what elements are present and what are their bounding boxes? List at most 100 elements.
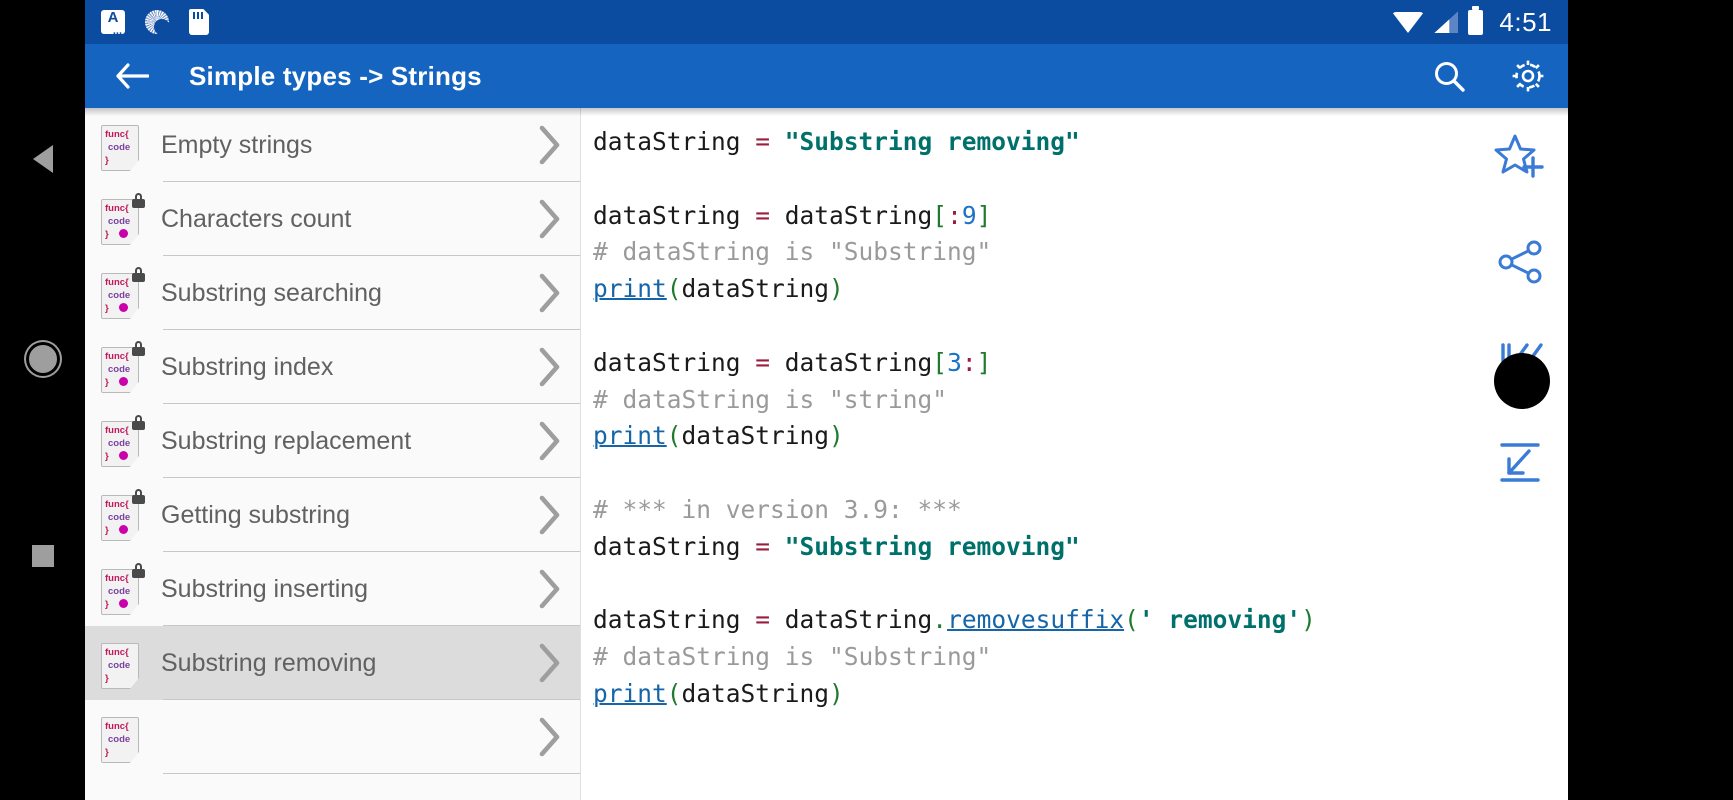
code-token: dataString (593, 531, 756, 561)
home-circle-icon (28, 345, 57, 373)
add-to-favorites-star-icon[interactable] (1494, 132, 1546, 189)
list-item[interactable]: func{code} Substring index (85, 330, 580, 404)
list-divider (163, 699, 580, 700)
code-snippet-icon: func{code} (101, 489, 145, 541)
code-token: ] (976, 347, 992, 377)
lock-icon (132, 489, 145, 504)
code-token[interactable]: print (593, 678, 667, 708)
code-token: "Substring removing" (784, 127, 1080, 156)
list-item-label: Substring searching (161, 278, 382, 307)
chevron-right-icon[interactable] (518, 345, 580, 389)
list-divider (163, 403, 580, 404)
code-snippet-glyph: func{code} (101, 125, 139, 171)
lock-icon (132, 563, 145, 578)
code-token: ' removing' (1138, 605, 1302, 635)
phone-screen: A 4:51 Simple types -> Strings (85, 0, 1568, 800)
list-item[interactable]: func{code} Substring inserting (85, 552, 580, 626)
list-item[interactable]: func{code} Empty strings (85, 108, 580, 182)
app-bar-actions (1432, 58, 1546, 94)
status-bar-notifications: A (101, 9, 209, 35)
settings-gear-icon[interactable] (1510, 58, 1546, 94)
list-item-label: Substring replacement (161, 426, 412, 455)
code-token: ) (829, 678, 844, 708)
sync-icon (145, 10, 170, 35)
code-token: 3 (947, 347, 962, 377)
chevron-right-icon[interactable] (518, 419, 580, 463)
code-token[interactable]: removesuffix (947, 605, 1125, 635)
code-snippet-icon: func{code} (101, 711, 145, 763)
chevron-right-icon[interactable] (518, 197, 580, 241)
code-snippet-icon: func{code} (101, 563, 145, 615)
search-icon[interactable] (1432, 59, 1466, 93)
page-title: Simple types -> Strings (189, 60, 482, 91)
code-token (770, 127, 785, 156)
code-token: ) (829, 421, 844, 451)
list-item-label: Empty strings (161, 130, 313, 159)
code-token: [ (932, 347, 948, 377)
code-token: dataString (681, 274, 830, 304)
topic-list[interactable]: func{code} Empty strings func{code}Charact… (85, 108, 581, 800)
list-item[interactable]: func{code}Substring replacement (85, 404, 580, 478)
android-home-button[interactable] (0, 345, 85, 373)
wifi-icon (1392, 11, 1425, 33)
code-token: [ (932, 200, 948, 230)
code-snippet-icon: func{code} (101, 193, 145, 245)
chevron-right-icon[interactable] (518, 715, 580, 759)
back-arrow-icon[interactable] (111, 55, 153, 97)
code-token[interactable]: print (593, 421, 667, 451)
unread-dot-icon (119, 451, 128, 460)
code-token: ) (1301, 605, 1316, 635)
code-token: # dataString is "Substring" (593, 642, 992, 672)
list-item[interactable]: func{code} (85, 700, 580, 774)
share-icon[interactable] (1495, 237, 1545, 292)
code-snippet-icon: func{code} (101, 119, 145, 171)
unread-dot-icon (119, 377, 128, 386)
chevron-right-icon[interactable] (518, 123, 580, 167)
side-toolbar (1472, 108, 1568, 800)
code-token: 9 (961, 200, 977, 230)
code-token: ) (829, 274, 844, 304)
code-token: dataString (593, 200, 756, 230)
code-token: = (755, 605, 771, 635)
list-divider (163, 773, 580, 774)
list-item[interactable]: func{code} Substring removing (85, 626, 580, 700)
recents-square-icon (31, 545, 54, 567)
chevron-right-icon[interactable] (518, 271, 580, 315)
code-token: ( (666, 421, 682, 451)
list-divider (163, 329, 580, 330)
chevron-right-icon[interactable] (518, 641, 580, 685)
list-item[interactable]: func{code}Characters count (85, 182, 580, 256)
list-item-label: Substring inserting (161, 574, 369, 603)
list-item-label: Substring index (161, 352, 334, 381)
lock-icon (132, 193, 145, 208)
code-snippet-glyph: func{code} (101, 643, 139, 689)
code-token: dataString (593, 127, 756, 156)
code-token[interactable]: print (593, 274, 667, 304)
code-token: ( (666, 274, 682, 304)
unread-dot-icon (119, 599, 128, 608)
list-divider (163, 551, 580, 552)
list-item[interactable]: func{code}Substring searching (85, 256, 580, 330)
code-token: dataString (593, 347, 756, 377)
android-recents-button[interactable] (0, 545, 85, 567)
scroll-to-bottom-icon[interactable] (1495, 439, 1545, 490)
chevron-right-icon[interactable] (518, 493, 580, 537)
list-item[interactable]: func{code} Getting substring (85, 478, 580, 552)
code-token: dataString (681, 678, 830, 708)
code-token: # dataString is "Substring" (593, 237, 992, 267)
code-snippet-icon: func{code} (101, 341, 145, 393)
list-divider (163, 255, 580, 256)
list-divider (163, 181, 580, 182)
code-token: dataString (681, 421, 830, 451)
list-item-label: Getting substring (161, 500, 350, 529)
code-token: : (947, 200, 962, 230)
list-item-label: Substring removing (161, 648, 377, 677)
content-area: func{code} Empty strings func{code}Charact… (85, 108, 1568, 800)
chevron-right-icon[interactable] (518, 567, 580, 611)
touch-pointer-dot (1494, 353, 1550, 409)
android-back-button[interactable] (0, 145, 85, 173)
app-bar: Simple types -> Strings (85, 44, 1568, 108)
code-token (770, 532, 785, 561)
code-viewer[interactable]: dataString = "Substring removing" dataSt… (581, 108, 1568, 800)
